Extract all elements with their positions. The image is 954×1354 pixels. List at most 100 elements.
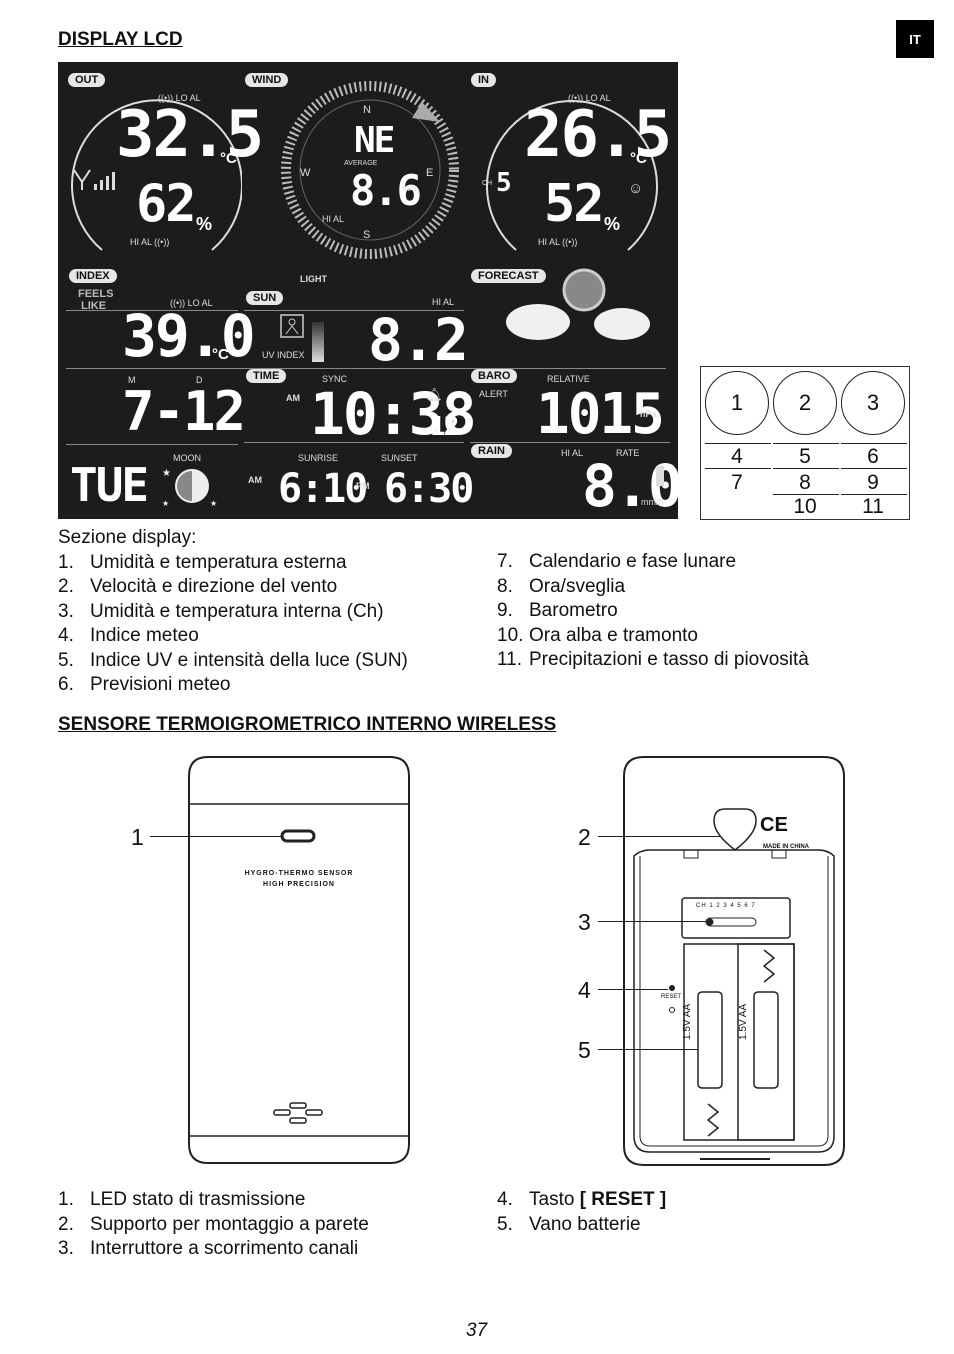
sun-tag: SUN bbox=[246, 291, 284, 305]
in-hum-unit: % bbox=[604, 214, 621, 234]
uv-index-value: 8.2 bbox=[368, 306, 469, 374]
list-item: 3.Interruttore a scorrimento canali bbox=[58, 1238, 359, 1259]
sensor-front-line2: HIGH PRECISION bbox=[263, 881, 335, 888]
feels-like-unit: °C bbox=[212, 346, 229, 363]
divider bbox=[244, 442, 464, 443]
sunrise-am: AM bbox=[248, 475, 262, 485]
ce-mark-icon: CE bbox=[760, 814, 788, 836]
sensor-front-illustration bbox=[188, 756, 410, 1164]
in-hi-alarm: HI AL ((•)) bbox=[538, 237, 578, 247]
display-sections-left: Sezione display: 1.Umidità e temperatura… bbox=[58, 526, 498, 698]
list-item: 3.Umidità e temperatura interna (Ch) bbox=[58, 600, 384, 622]
legend-circle-3: 3 bbox=[841, 371, 905, 435]
callout-2: 2 bbox=[578, 824, 591, 850]
out-lo-alarm: ((•)) LO AL bbox=[158, 93, 201, 103]
list-item: 6.Previsioni meteo bbox=[58, 674, 231, 695]
uv-bar bbox=[312, 322, 324, 362]
section-title-display: DISPLAY LCD bbox=[58, 29, 183, 50]
index-tag: INDEX bbox=[69, 269, 117, 283]
compass-north: N bbox=[363, 104, 371, 116]
legend-num-5: 5 bbox=[799, 445, 811, 468]
wind-hi-alarm: HI AL bbox=[322, 214, 345, 224]
day-label: D bbox=[196, 375, 203, 385]
display-section-legend: 1 2 3 4 5 6 7 8 9 10 11 bbox=[700, 366, 910, 520]
legend-num-8: 8 bbox=[799, 471, 811, 494]
wind-speed: 8.6 bbox=[350, 166, 422, 215]
forecast-sun-cloud-icon bbox=[506, 268, 650, 340]
divider bbox=[470, 442, 670, 443]
out-hi-alarm: HI AL ((•)) bbox=[130, 237, 170, 247]
out-arc bbox=[71, 99, 242, 251]
sensor-parts-right: 4.Tasto [ RESET ] 5.Vano batterie bbox=[497, 1188, 937, 1237]
like-label: LIKE bbox=[81, 300, 107, 312]
divider bbox=[66, 310, 238, 311]
divider bbox=[66, 444, 238, 445]
callout-1: 1 bbox=[131, 824, 144, 850]
time-value: 10:38 bbox=[310, 380, 477, 448]
baro-relative-label: RELATIVE bbox=[547, 374, 590, 384]
legend-rule bbox=[841, 468, 907, 469]
compass-east: E bbox=[426, 167, 434, 179]
feels-label: FEELS bbox=[78, 288, 114, 300]
baro-value: 1015 bbox=[536, 382, 665, 447]
language-badge: IT bbox=[896, 20, 934, 58]
in-tag: IN bbox=[471, 73, 496, 87]
page-number: 37 bbox=[466, 1320, 488, 1341]
legend-rule bbox=[705, 468, 771, 469]
out-hum-unit: % bbox=[196, 214, 213, 234]
legend-num-4: 4 bbox=[731, 445, 743, 468]
index-lo-alarm: ((•)) LO AL bbox=[170, 298, 213, 308]
baro-unit: hPa bbox=[640, 409, 657, 419]
sync-label: SYNC bbox=[322, 374, 348, 384]
legend-num-9: 9 bbox=[867, 471, 879, 494]
compass-west: W bbox=[300, 167, 311, 179]
list-item: 11.Precipitazioni e tasso di piovosità bbox=[497, 649, 809, 670]
rain-rate-label: RATE bbox=[616, 448, 640, 458]
uv-index-label: UV INDEX bbox=[262, 350, 305, 360]
moon-phase-icon: ★ ★ ★ bbox=[162, 468, 217, 508]
list-item: 1.Umidità e temperatura esterna bbox=[58, 551, 347, 573]
out-temperature: 32.5 bbox=[116, 98, 264, 172]
list-item: 8.Ora/sveglia bbox=[497, 575, 626, 597]
legend-rule bbox=[773, 443, 839, 444]
wind-tag: WIND bbox=[245, 73, 289, 87]
legend-num-7: 7 bbox=[731, 471, 743, 494]
svg-text:★: ★ bbox=[162, 499, 169, 508]
sunset-label: SUNSET bbox=[381, 453, 418, 463]
reset-label: RESET bbox=[661, 994, 682, 1000]
sunrise-time: 6:10 bbox=[278, 466, 368, 512]
out-humidity: 62 bbox=[136, 174, 197, 234]
wind-average-label: AVERAGE bbox=[344, 160, 378, 167]
svg-text:★: ★ bbox=[162, 468, 171, 479]
rain-rate-bar bbox=[656, 466, 664, 486]
legend-num-11: 11 bbox=[862, 495, 884, 518]
baro-tag: BARO bbox=[471, 369, 518, 383]
battery-label-2: 1.5V AA bbox=[738, 1003, 749, 1040]
time-am: AM bbox=[286, 393, 300, 403]
out-tag: OUT bbox=[68, 73, 106, 87]
weekday-value: TUE bbox=[70, 458, 149, 512]
sun-hi-alarm: HI AL bbox=[432, 297, 455, 307]
callout-5: 5 bbox=[578, 1037, 591, 1063]
list-item: 9.Barometro bbox=[497, 600, 618, 621]
section-title-sensor: SENSORE TERMOIGROMETRICO INTERNO WIRELES… bbox=[58, 714, 557, 735]
callout-line bbox=[598, 921, 708, 922]
light-label: LIGHT bbox=[300, 274, 327, 284]
in-humidity: 52 bbox=[544, 174, 605, 234]
in-channel-label: CH bbox=[482, 180, 493, 187]
callout-line bbox=[598, 1049, 698, 1050]
baro-alert-label: ALERT bbox=[479, 389, 508, 399]
out-temp-unit: °C bbox=[220, 150, 237, 167]
legend-rule bbox=[705, 443, 771, 444]
sunrise-label: SUNRISE bbox=[298, 453, 339, 463]
wind-direction: NE bbox=[354, 120, 395, 161]
callout-line bbox=[598, 989, 668, 990]
wind-compass bbox=[281, 81, 459, 259]
sunset-time: 6:30 bbox=[384, 466, 474, 512]
in-temperature: 26.5 bbox=[524, 98, 672, 172]
callout-line bbox=[150, 836, 282, 837]
svg-text:★: ★ bbox=[210, 499, 217, 508]
legend-rule bbox=[773, 468, 839, 469]
month-label: M bbox=[128, 375, 136, 385]
list-item: 5.Vano batterie bbox=[497, 1213, 641, 1235]
